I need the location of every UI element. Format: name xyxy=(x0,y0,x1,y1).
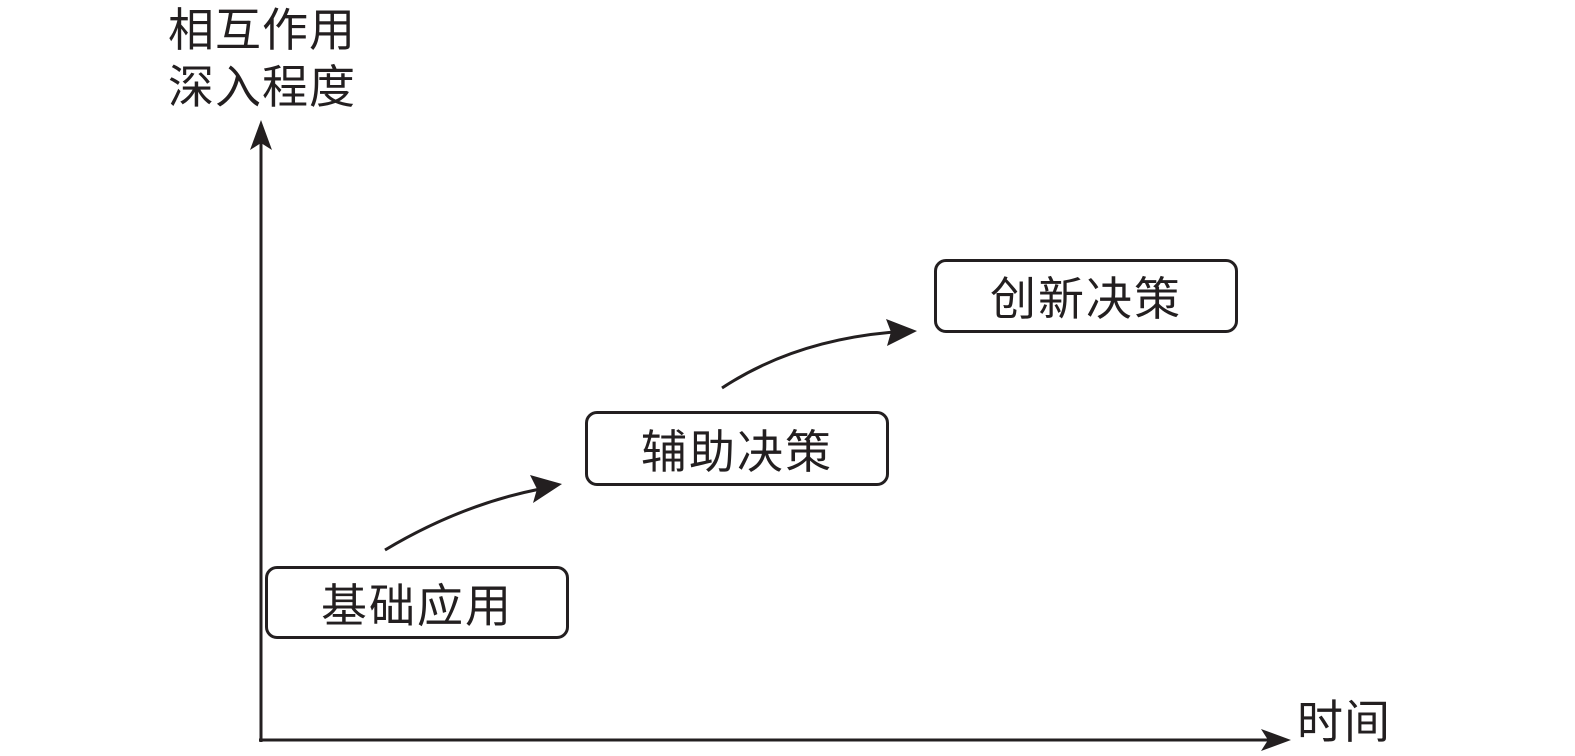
arrow-basic-to-assist xyxy=(384,487,541,552)
stage-innovative-decision: 创新决策 xyxy=(934,259,1238,333)
y-axis-label: 相互作用 深入程度 xyxy=(168,2,356,116)
x-axis-label: 时间 xyxy=(1297,695,1391,749)
arrow-assist-to-innovate xyxy=(721,330,896,390)
y-axis-label-line2: 深入程度 xyxy=(168,60,356,114)
y-axis-label-line1: 相互作用 xyxy=(168,3,356,57)
stage-basic-application: 基础应用 xyxy=(265,566,569,639)
y-axis-arrowhead xyxy=(250,120,272,150)
arrow-basic-to-assist-head xyxy=(530,475,562,503)
stage-assisted-decision: 辅助决策 xyxy=(585,411,889,486)
x-axis-arrowhead xyxy=(1261,729,1291,751)
arrow-assist-to-innovate-head xyxy=(886,319,917,346)
